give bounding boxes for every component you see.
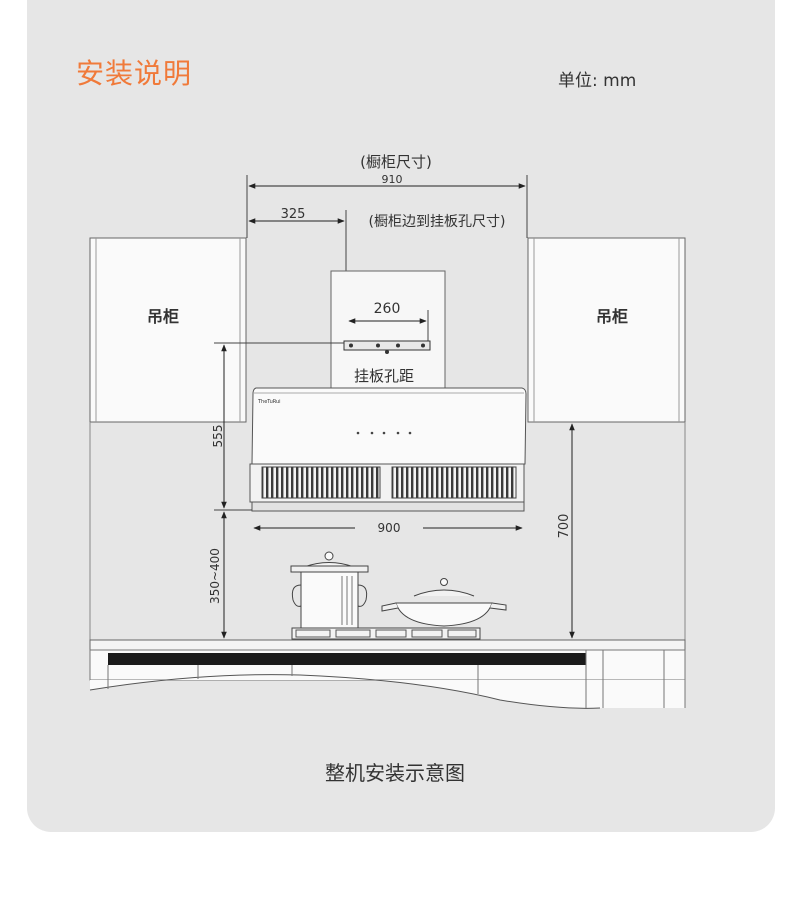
right-wall-cabinet: 吊柜 [527, 237, 686, 423]
bracket-height-dimension: 555 [211, 342, 344, 509]
left-cabinet-label: 吊柜 [147, 307, 179, 326]
gas-stove [291, 627, 481, 640]
range-hood: TheTuRui [249, 387, 527, 512]
chimney-cover [330, 270, 446, 390]
hood-to-stove-dimension: 350~400 [208, 509, 252, 639]
cabinet-to-counter-value: 700 [557, 514, 572, 539]
left-wall-cabinet: 吊柜 [89, 237, 247, 423]
unit-label: 单位: mm [558, 71, 637, 91]
left-filter-grille [261, 466, 381, 499]
hood-width-dimension: 900 [253, 519, 523, 537]
cabinet-width-dimension: (橱柜尺寸) 910 [246, 153, 528, 238]
edge-to-hole-value: 325 [281, 207, 306, 222]
control-panel-icons [356, 431, 412, 435]
wok [381, 578, 507, 627]
right-cabinet-label: 吊柜 [596, 307, 628, 326]
edge-to-hole-label: (橱柜边到挂板孔尺寸) [369, 214, 506, 230]
stock-pot [290, 551, 369, 629]
hood-to-stove-value: 350~400 [208, 548, 222, 604]
hanging-plate-label: 挂板孔距 [354, 367, 414, 385]
right-filter-grille [391, 466, 517, 499]
countertop [89, 639, 686, 681]
hanging-bracket [343, 340, 431, 354]
page-title: 安装说明 [76, 57, 193, 90]
hood-brand-text: TheTuRui [257, 399, 281, 405]
cabinet-width-value: 910 [382, 173, 403, 186]
hood-width-value: 900 [378, 521, 401, 535]
base-cabinets [89, 650, 686, 709]
diagram-caption: 整机安装示意图 [325, 761, 465, 785]
bracket-height-value: 555 [211, 425, 225, 448]
hole-spacing-value: 260 [374, 301, 401, 317]
cabinet-size-label: (橱柜尺寸) [360, 153, 432, 171]
cabinet-to-counter-dimension: 700 [557, 423, 575, 639]
